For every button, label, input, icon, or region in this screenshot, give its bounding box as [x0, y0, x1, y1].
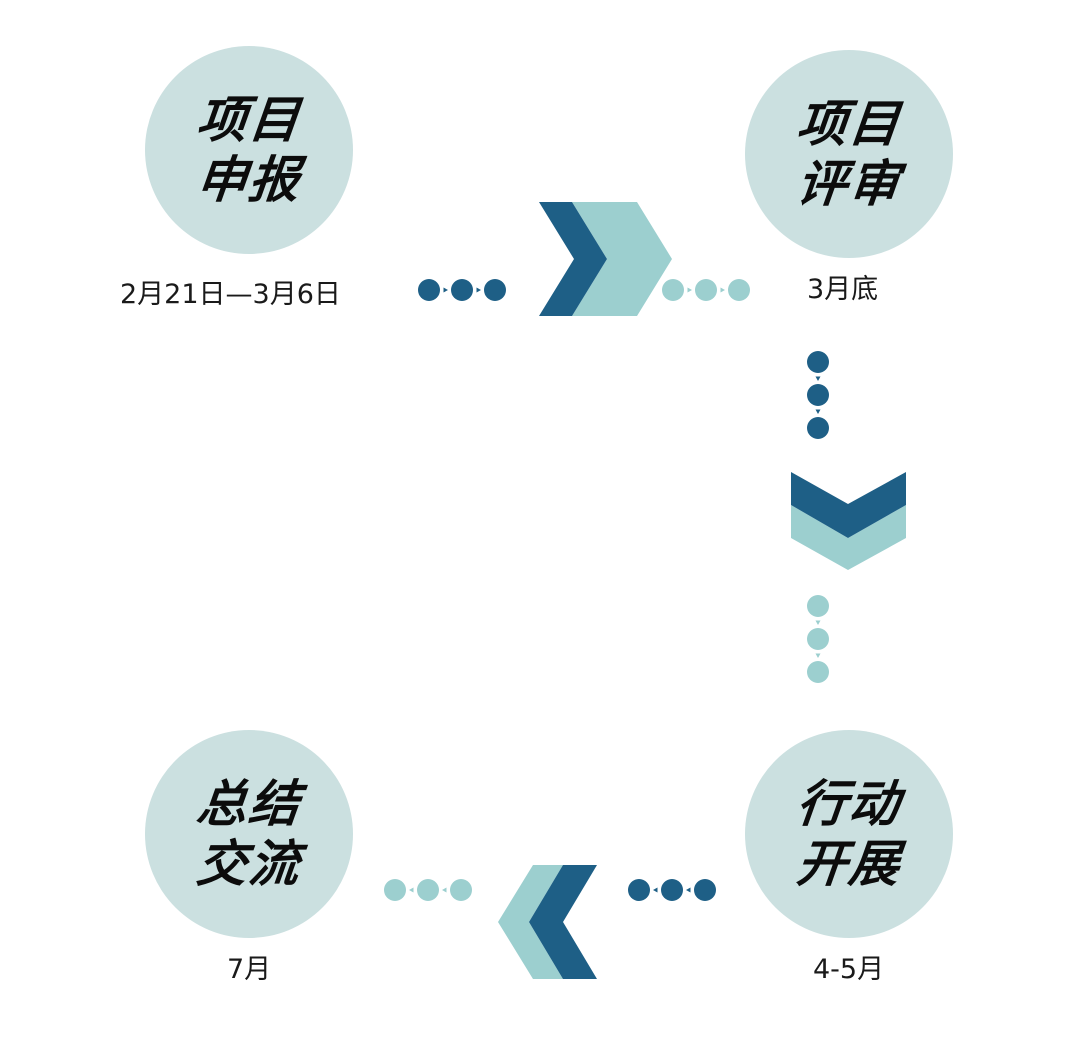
connector-dot — [807, 384, 829, 406]
connector-dot — [418, 279, 440, 301]
dot-arrowhead — [686, 887, 691, 893]
dot-arrowhead — [409, 887, 414, 893]
connector-dot — [694, 879, 716, 901]
stage-circle-review: 项目 评审 — [745, 50, 953, 258]
dot-arrowhead — [476, 287, 481, 293]
connector-dot — [661, 879, 683, 901]
connector-dot — [628, 879, 650, 901]
dot-arrowhead — [443, 287, 448, 293]
dot-arrowhead — [815, 653, 821, 658]
dot-arrowhead — [653, 887, 658, 893]
stage-title-line: 开展 — [793, 835, 905, 893]
stage-date-summary: 7月 — [227, 954, 272, 985]
connector-dot — [807, 351, 829, 373]
stage-title-line: 行动 — [793, 775, 905, 833]
stage-date-action: 4-5月 — [813, 954, 885, 985]
connector-dot — [807, 628, 829, 650]
chevron-down-back-icon — [791, 505, 906, 570]
connector-dot — [451, 279, 473, 301]
stage-title-line: 申报 — [193, 151, 305, 209]
dot-arrowhead — [720, 287, 725, 293]
chevron-right-back-icon — [572, 202, 672, 316]
stage-title-line: 评审 — [793, 155, 905, 213]
connector-dot — [484, 279, 506, 301]
stage-title-line: 交流 — [193, 835, 305, 893]
stage-title-line: 总结 — [193, 775, 305, 833]
chevron-left-back-icon — [498, 865, 563, 979]
stage-circle-declare: 项目 申报 — [145, 46, 353, 254]
connector-dot — [807, 661, 829, 683]
connector-dot — [450, 879, 472, 901]
dot-arrowhead — [687, 287, 692, 293]
stage-title-line: 项目 — [793, 95, 905, 153]
connector-dot — [807, 595, 829, 617]
chevron-left-front-icon — [529, 865, 597, 979]
connector-dot — [807, 417, 829, 439]
stage-circle-action: 行动 开展 — [745, 730, 953, 938]
connector-dot — [417, 879, 439, 901]
chevron-right-front-icon — [539, 202, 607, 316]
chevron-down-front-icon — [791, 472, 906, 538]
connector-dot — [695, 279, 717, 301]
stage-circle-summary: 总结 交流 — [145, 730, 353, 938]
dot-arrowhead — [815, 409, 821, 414]
connector-dot — [384, 879, 406, 901]
stage-date-declare: 2月21日—3月6日 — [120, 279, 341, 310]
connector-dot — [662, 279, 684, 301]
dot-arrowhead — [815, 620, 821, 625]
stage-date-review: 3月底 — [807, 274, 879, 305]
stage-title-line: 项目 — [193, 91, 305, 149]
dot-arrowhead — [815, 376, 821, 381]
dot-arrowhead — [442, 887, 447, 893]
connector-dot — [728, 279, 750, 301]
